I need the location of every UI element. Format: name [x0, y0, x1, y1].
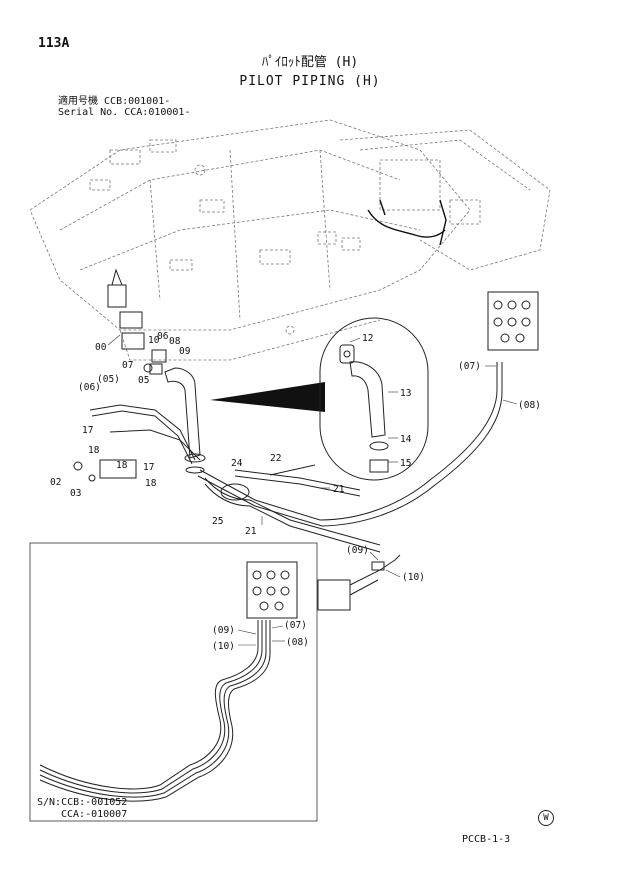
- callout-25: 25: [212, 516, 223, 527]
- callout-p09b: (09): [212, 625, 235, 636]
- vertical-elbow-hose: [164, 367, 206, 474]
- callout-14: 14: [400, 434, 412, 445]
- detail-pointer-arrow: [210, 382, 325, 412]
- callout-p05: (05): [97, 374, 120, 385]
- detail-callout-oval: [319, 317, 429, 481]
- callout-18b: 18: [116, 460, 128, 471]
- title-english: PILOT PIPING (H): [239, 74, 381, 89]
- callout-24: 24: [231, 458, 243, 469]
- page-code: 113A: [38, 36, 70, 51]
- watermark-symbol: W: [538, 810, 554, 826]
- callout-09: 09: [179, 346, 191, 357]
- pilot-hose-bundle: [89, 362, 503, 553]
- callout-05: 05: [138, 375, 149, 386]
- serial-label: Serial No.: [58, 107, 119, 118]
- callout-12: 12: [362, 333, 373, 344]
- cab-harness: [367, 199, 447, 246]
- inset-serial-note: S/N:CCB:-001052 CCA:-010007: [37, 797, 127, 821]
- callout-p08a: (08): [518, 400, 541, 411]
- detail-elbow-parts: [339, 344, 389, 473]
- callout-p07a: (07): [458, 361, 481, 372]
- machine-frame-outline: [29, 119, 551, 361]
- callout-06: 06: [157, 331, 169, 342]
- serial-ccb: CCB:001001-: [104, 96, 171, 107]
- bracket-left: [73, 459, 137, 482]
- callout-18c: 18: [145, 478, 157, 489]
- callout-p10b: (10): [212, 641, 235, 652]
- callout-03: 03: [70, 488, 81, 499]
- fitting-block: [143, 349, 167, 375]
- inset-sn-line1: S/N:CCB:-001052: [37, 797, 128, 808]
- callout-p10a: (10): [402, 572, 425, 583]
- callout-18a: 18: [88, 445, 100, 456]
- callout-17b: 17: [143, 462, 154, 473]
- callout-21a: 21: [333, 484, 345, 495]
- control-valve-right: [487, 291, 539, 351]
- callout-07: 07: [122, 360, 133, 371]
- callout-08: 08: [169, 336, 181, 347]
- callout-17a: 17: [82, 425, 93, 436]
- pilot-valve-top: [107, 268, 145, 350]
- callout-22: 22: [270, 453, 281, 464]
- applicable-label: 適用号機: [58, 96, 98, 107]
- serial-block: 適用号機 CCB:001001- Serial No. CCA:010001-: [58, 96, 190, 118]
- callout-p07b: (07): [284, 620, 307, 631]
- leader-lines: [107, 334, 518, 578]
- callout-15: 15: [400, 458, 411, 469]
- inset-valve: [246, 561, 298, 619]
- title-japanese: ﾊﾟｲﾛｯﾄ配管 (H): [261, 55, 359, 70]
- callout-10: 10: [148, 335, 160, 346]
- callout-02: 02: [50, 477, 61, 488]
- callout-13: 13: [400, 388, 411, 399]
- callout-p09a: (09): [346, 545, 369, 556]
- inset-leaders: [237, 625, 285, 646]
- serial-cca: CCA:010001-: [124, 107, 191, 118]
- lower-valve-bracket: [317, 554, 401, 611]
- callout-00: 00: [95, 342, 107, 353]
- inset-hose-bundle: [39, 620, 271, 802]
- sheet-code: PCCB-1-3: [462, 834, 511, 845]
- inset-frame: [29, 542, 318, 822]
- inset-sn-line2: CCA:-010007: [61, 809, 128, 820]
- callout-21b: 21: [245, 526, 257, 537]
- callout-p06: (06): [78, 382, 101, 393]
- callout-p08b: (08): [286, 637, 309, 648]
